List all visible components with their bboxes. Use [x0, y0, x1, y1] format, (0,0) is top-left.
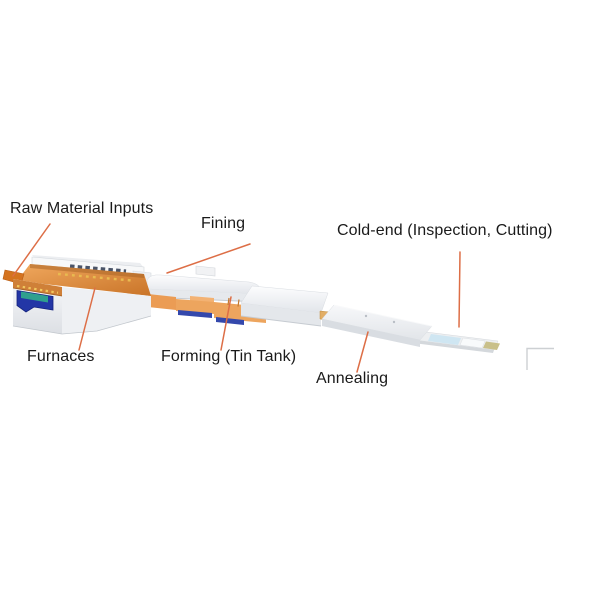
label-raw-material-inputs: Raw Material Inputs [10, 200, 154, 217]
leader-line-raw-material [12, 223, 51, 277]
channel-trim [216, 317, 244, 325]
batch-dots [16, 284, 59, 294]
burner-ports [69, 264, 127, 274]
furnace-cutaway [12, 279, 152, 335]
fining-cover-vent [195, 265, 216, 277]
label-annealing: Annealing [316, 370, 389, 387]
glass-bath-teal [21, 291, 48, 303]
channel-trim [178, 310, 212, 318]
frame-corner-mark [526, 347, 554, 370]
label-cold-end: Cold-end (Inspection, Cutting) [337, 222, 553, 239]
label-fining: Fining [201, 215, 246, 232]
leader-line-furnaces [78, 287, 96, 351]
leader-line-annealing [356, 331, 369, 373]
cut-glass-sheet [459, 337, 486, 349]
conveyor-end [483, 341, 500, 350]
leader-line-fining [166, 243, 251, 274]
cold-end-conveyor [405, 329, 500, 353]
label-furnaces: Furnaces [27, 348, 95, 365]
batch-dots [57, 272, 133, 282]
label-forming: Forming (Tin Tank) [161, 348, 297, 365]
annealing-lehr [321, 304, 433, 347]
canal-glass-ribbon [129, 294, 266, 325]
melt-band [13, 279, 62, 296]
glass-sheet-pane [428, 334, 461, 345]
leader-line-cold-end [458, 251, 461, 328]
leader-line-forming [220, 296, 232, 351]
